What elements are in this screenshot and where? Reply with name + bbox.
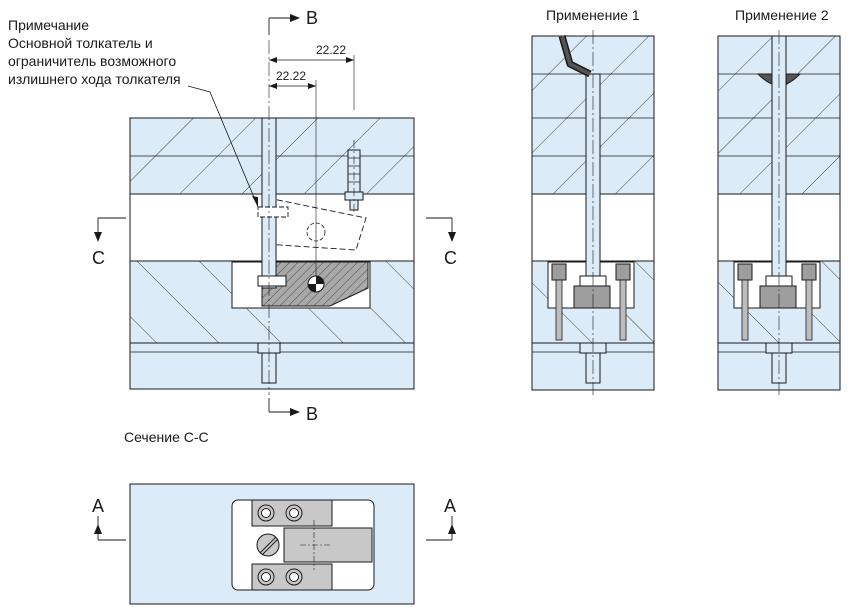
application-2-view bbox=[717, 30, 841, 395]
dimension-lines bbox=[269, 55, 355, 276]
section-marker-c-right: C bbox=[444, 248, 457, 268]
application-1-title: Применение 1 bbox=[546, 7, 640, 23]
dimension-upper: 22.22 bbox=[316, 43, 346, 57]
section-cc-title: Сечение C-C bbox=[124, 429, 209, 445]
app2-stopper-block bbox=[759, 285, 797, 309]
application-1-view bbox=[531, 30, 655, 395]
note-line-2: ограничитель возможного bbox=[8, 53, 176, 69]
note-line-3: излишнего хода толкателя bbox=[8, 71, 181, 87]
main-section-view bbox=[94, 14, 456, 416]
app1-stopper-block bbox=[573, 285, 611, 309]
section-marker-c-left: C bbox=[92, 248, 105, 268]
section-marker-a-right: A bbox=[444, 496, 456, 516]
section-cc-view bbox=[94, 483, 456, 605]
note-line-1: Основной толкатель и bbox=[8, 35, 153, 51]
section-marker-b-top: B bbox=[306, 8, 318, 28]
stopper-swing-outline bbox=[263, 197, 367, 251]
note-leader bbox=[187, 85, 259, 208]
application-2-title: Применение 2 bbox=[735, 7, 829, 23]
section-marker-b-bottom: B bbox=[306, 404, 318, 424]
dimension-lower: 22.22 bbox=[276, 69, 306, 83]
section-marker-a-left: A bbox=[92, 496, 104, 516]
note-title: Примечание bbox=[8, 17, 89, 33]
